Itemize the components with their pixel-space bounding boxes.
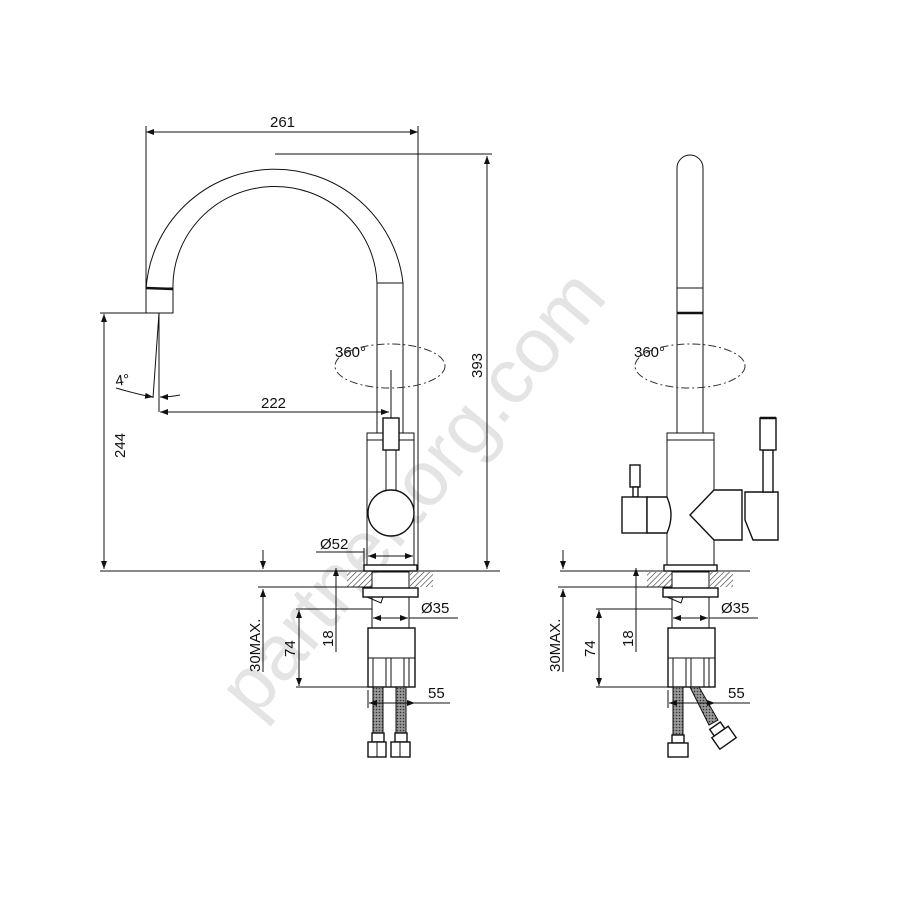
dim-diameter-52: Ø52 — [320, 536, 348, 553]
dim-spacing-55-front: 55 — [728, 685, 745, 702]
rotation-label-front: 360° — [634, 344, 665, 361]
dim-shank-74-front: 74 — [582, 640, 599, 657]
spout-outer — [145, 168, 404, 433]
spout-front — [676, 154, 704, 433]
dim-height-393: 393 — [469, 353, 486, 378]
dim-counter-30max: 30MAX. — [247, 619, 264, 672]
spout-inner — [172, 185, 378, 433]
counter-section-right — [410, 572, 433, 587]
left-handle — [621, 496, 648, 534]
rotation-ellipse-front — [634, 343, 746, 389]
hose-right — [395, 686, 407, 734]
dim-angle: 4° — [114, 371, 131, 390]
filter-valve — [689, 489, 743, 541]
base-ring — [363, 564, 418, 572]
hose-left — [372, 686, 384, 734]
dim-reach-222: 222 — [261, 395, 286, 412]
right-handle — [744, 491, 779, 541]
side-view: 261 393 244 4° 222 360° Ø52 — [100, 114, 500, 758]
counter-section-left — [347, 572, 372, 587]
dim-spacing-55: 55 — [428, 685, 445, 702]
handle-knob — [367, 489, 415, 537]
front-view: 360° Ø35 74 18 30MAX. 55 — [547, 154, 779, 758]
handle-cap — [382, 417, 400, 451]
dim-width-261: 261 — [270, 114, 295, 131]
rotation-ellipse — [334, 343, 446, 389]
dim-diameter-35: Ø35 — [421, 600, 449, 617]
dim-diameter-35-front: Ø35 — [721, 600, 749, 617]
dim-nut-18: 18 — [320, 630, 337, 647]
rotation-label: 360° — [335, 344, 366, 361]
dim-shank-74: 74 — [282, 640, 299, 657]
aerator — [145, 287, 174, 314]
dim-height-244: 244 — [112, 433, 129, 458]
dim-counter-30max-front: 30MAX. — [547, 619, 564, 672]
dim-nut-18-front: 18 — [620, 630, 637, 647]
mounting-nut — [362, 587, 419, 598]
